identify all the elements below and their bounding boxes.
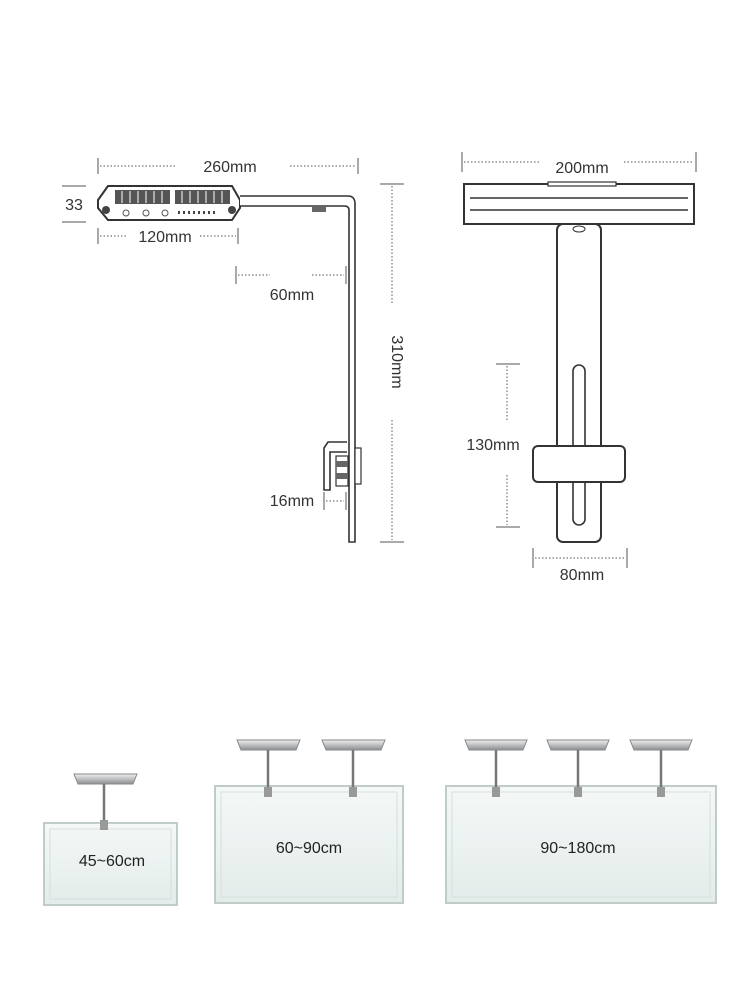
dim-arm-length: 310mm xyxy=(388,335,405,388)
light-panel xyxy=(236,739,301,751)
tank-label: 90~180cm xyxy=(540,840,615,857)
tank-small: 45~60cm xyxy=(43,773,178,906)
dim-arm-offset: 60mm xyxy=(270,287,314,304)
light-panel xyxy=(546,739,610,751)
tank-label: 60~90cm xyxy=(276,840,342,857)
clamp-front xyxy=(532,445,626,483)
screw-icon xyxy=(102,206,110,214)
light-panel xyxy=(464,739,528,751)
arm-side xyxy=(240,195,356,543)
front-view: 200mm 130mm 80mm xyxy=(461,152,697,584)
heatsink-right xyxy=(175,190,230,204)
light-panel xyxy=(321,739,386,751)
button-icon xyxy=(161,209,169,217)
button-icon xyxy=(142,209,150,217)
dim-clamp-width: 16mm xyxy=(270,493,314,510)
side-view: 260mm 33 120mm 60mm 310mm 16mm xyxy=(62,158,405,543)
light-body-front xyxy=(463,183,695,225)
screw-icon xyxy=(228,206,236,214)
heatsink-left xyxy=(115,190,170,204)
tank-large: 90~180cm xyxy=(445,739,717,904)
tank-label: 45~60cm xyxy=(79,853,145,870)
button-icon xyxy=(122,209,130,217)
arm-joint xyxy=(312,205,326,212)
dim-front-width: 200mm xyxy=(555,160,608,177)
tank-medium: 60~90cm xyxy=(214,739,404,904)
dim-front-clamp: 80mm xyxy=(560,567,604,584)
clamp-side xyxy=(323,441,347,491)
light-panel xyxy=(629,739,693,751)
clamp-screw xyxy=(335,455,349,487)
light-panel xyxy=(73,773,138,785)
dim-side-height: 33 xyxy=(65,197,83,214)
dim-side-inner: 120mm xyxy=(138,229,191,246)
dim-side-width: 260mm xyxy=(203,159,256,176)
dim-front-adjust: 130mm xyxy=(466,437,519,454)
